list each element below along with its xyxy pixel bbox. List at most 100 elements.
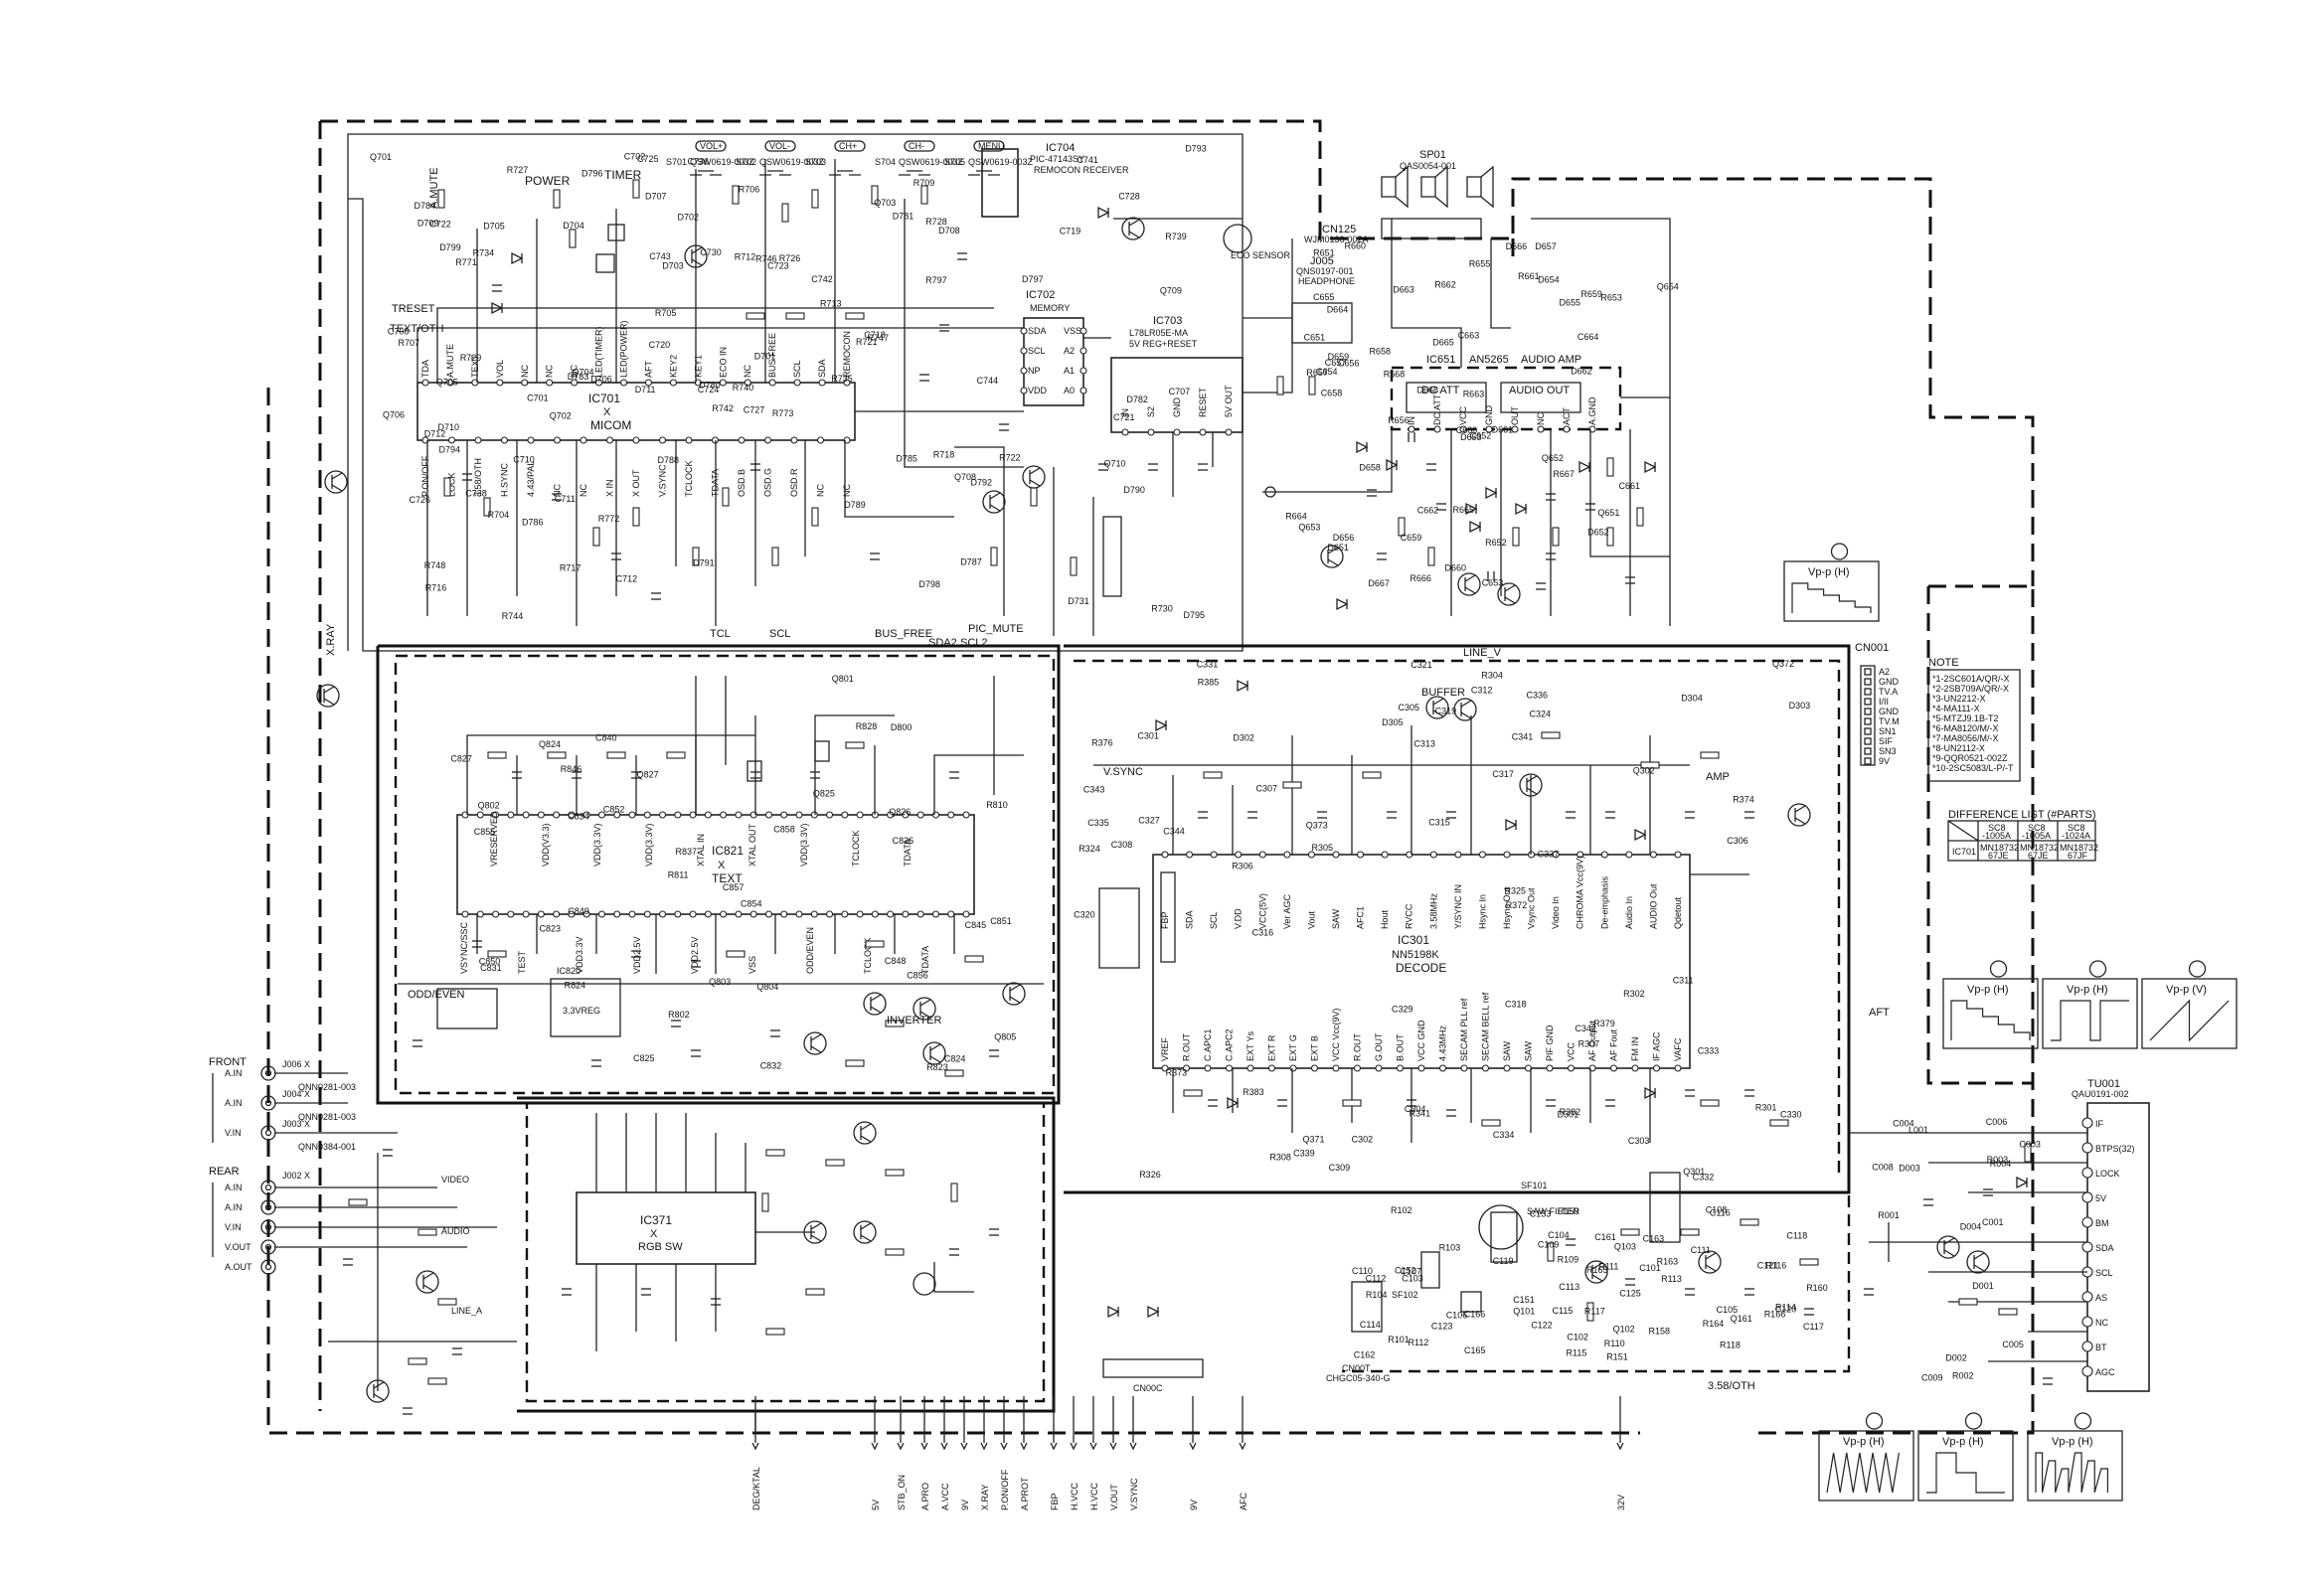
component-ref: R114 xyxy=(1775,1303,1796,1313)
key-label: VOL+ xyxy=(700,141,723,151)
component-ref: R730 xyxy=(1151,604,1173,614)
component-ref: D731 xyxy=(1068,596,1089,606)
component-ref: R740 xyxy=(733,383,754,393)
ic701-name: MICOM xyxy=(590,418,631,432)
component-ref: R667 xyxy=(1553,469,1575,479)
sp01-label: SP01 xyxy=(1419,149,1446,161)
ic702-pin-left: SCL xyxy=(1028,346,1046,356)
ic301-pin-bottom-label: FM IN xyxy=(1630,1037,1640,1062)
component-ref: R382 xyxy=(1560,1107,1581,1117)
component-ref: R341 xyxy=(1410,1109,1431,1119)
component-ref: C163 xyxy=(1643,1234,1665,1244)
ic821-pin-top xyxy=(643,811,651,819)
ic301-pin-bottom-label: SAW xyxy=(1524,1040,1534,1061)
ic701-pin-bottom xyxy=(816,436,825,444)
component-ref: D657 xyxy=(1535,241,1557,251)
component-ref: R656 xyxy=(1388,415,1410,425)
component-ref: Q709 xyxy=(1160,286,1182,296)
ic702-pin xyxy=(1079,327,1087,335)
component-ref: C660 xyxy=(1456,425,1478,435)
ic301-pin-bottom-label: VCC GND xyxy=(1416,1020,1426,1061)
component-ref: C316 xyxy=(1252,927,1274,937)
ic701-pin-bottom xyxy=(447,436,456,444)
ic301-pin-bottom xyxy=(1652,1064,1661,1072)
component-ref: C342 xyxy=(1575,1024,1596,1033)
rail-arrow xyxy=(871,1442,879,1451)
ic301-pin-top-label: Ver AGC xyxy=(1282,893,1292,929)
ic371-ref: IC371 xyxy=(640,1213,672,1227)
ic301-pin-bottom xyxy=(1246,1064,1254,1072)
ic651-pin xyxy=(1459,425,1467,433)
rail-label: STB_ON xyxy=(897,1475,907,1510)
key-label: MENU xyxy=(978,141,1005,151)
tu001-part: QAU0191-002 xyxy=(2072,1089,2129,1099)
diff-h1: SC8 xyxy=(1988,823,2006,833)
component-ref: R823 xyxy=(926,1062,948,1072)
ic821-pin-top xyxy=(841,811,849,819)
tu001-pin xyxy=(2081,1291,2093,1303)
component-ref: D003 xyxy=(1899,1163,1920,1173)
cn001-pin-label: SN3 xyxy=(1879,746,1897,756)
component-ref: R658 xyxy=(1370,347,1392,357)
ic651-pin xyxy=(1485,425,1493,433)
ic701-pin-top xyxy=(719,379,727,387)
ic821-pin-bottom xyxy=(476,910,484,918)
ic821-pin-top xyxy=(476,811,484,819)
ic651-pin-label: IN xyxy=(1407,416,1416,425)
ic701-pin-top-label: VOL xyxy=(495,360,505,378)
tu001-pin-label: BTPS(32) xyxy=(2095,1144,2135,1154)
cn125-label: CN125 xyxy=(1322,224,1356,236)
ic301-pin-bottom-label: B.OUT xyxy=(1396,1033,1406,1061)
component-ref: C301 xyxy=(1137,731,1159,741)
ic703-pin xyxy=(1147,428,1155,436)
ic821-pin-top xyxy=(810,811,818,819)
ic301-pin-top xyxy=(1674,851,1682,859)
ic301-pin-top-label: Vout xyxy=(1306,910,1316,929)
ic701-pin-top-label: SDA xyxy=(817,359,827,378)
component-ref: R104 xyxy=(1366,1290,1388,1300)
component-ref: D789 xyxy=(844,500,866,510)
component-ref: Q372 xyxy=(1772,659,1794,669)
component-ref: R726 xyxy=(779,253,801,263)
ic701-pin-bottom-label: NC xyxy=(553,484,563,497)
component-ref: R727 xyxy=(507,165,529,175)
component-ref: C333 xyxy=(1698,1046,1720,1056)
ic701-pin-bottom-label: V.SYNC xyxy=(658,464,668,497)
component-ref: R373 xyxy=(1166,1068,1188,1078)
component-ref: R811 xyxy=(668,869,689,879)
ic701-pin-bottom-label: TCLOCK xyxy=(684,460,694,497)
ic704-ref: IC704 xyxy=(1046,142,1075,154)
ic651-ref: IC651 xyxy=(1426,354,1455,366)
component-ref: C335 xyxy=(1087,818,1109,828)
component-ref: R165 xyxy=(1586,1265,1608,1275)
ic702-pin-right: A1 xyxy=(1064,366,1075,376)
tu001-pin xyxy=(2081,1191,2093,1203)
waveform-box xyxy=(2027,1430,2123,1501)
ic301-pin-top-label: 3.58MHz xyxy=(1428,892,1438,929)
ic821-pin-bottom xyxy=(810,910,818,918)
ic301-pin-top xyxy=(1186,851,1194,859)
waveform-marker xyxy=(2088,960,2107,978)
tcl-label: TCL xyxy=(710,628,731,640)
ic821-pin-top xyxy=(887,811,895,819)
component-ref: C111 xyxy=(1691,1245,1711,1255)
ic301-pin-bottom-label: VCC Vcc(9V) xyxy=(1331,1008,1341,1061)
component-ref: R158 xyxy=(1649,1327,1671,1337)
key-switch xyxy=(899,170,930,176)
component-ref: Q373 xyxy=(1306,821,1328,831)
cn001-pin xyxy=(1864,757,1872,765)
ic821-pin-top xyxy=(582,811,590,819)
rail-arrow xyxy=(1109,1442,1117,1451)
diff-row-ic701: IC701 xyxy=(1952,847,1976,857)
ic301-pin-bottom xyxy=(1332,1064,1340,1072)
rail-label: A.PRO xyxy=(920,1483,930,1510)
ic651-dcatt: DC ATT xyxy=(1421,385,1460,396)
component-ref: C315 xyxy=(1428,818,1450,828)
component-ref: D706 xyxy=(590,375,612,385)
ic702-pin-left: VDD xyxy=(1028,386,1048,395)
component-ref: R747 xyxy=(868,333,890,343)
rail-arrow xyxy=(1000,1442,1008,1451)
ic703-pin-label: S2 xyxy=(1146,406,1156,417)
front-jack-label: A.IN xyxy=(225,1068,243,1078)
